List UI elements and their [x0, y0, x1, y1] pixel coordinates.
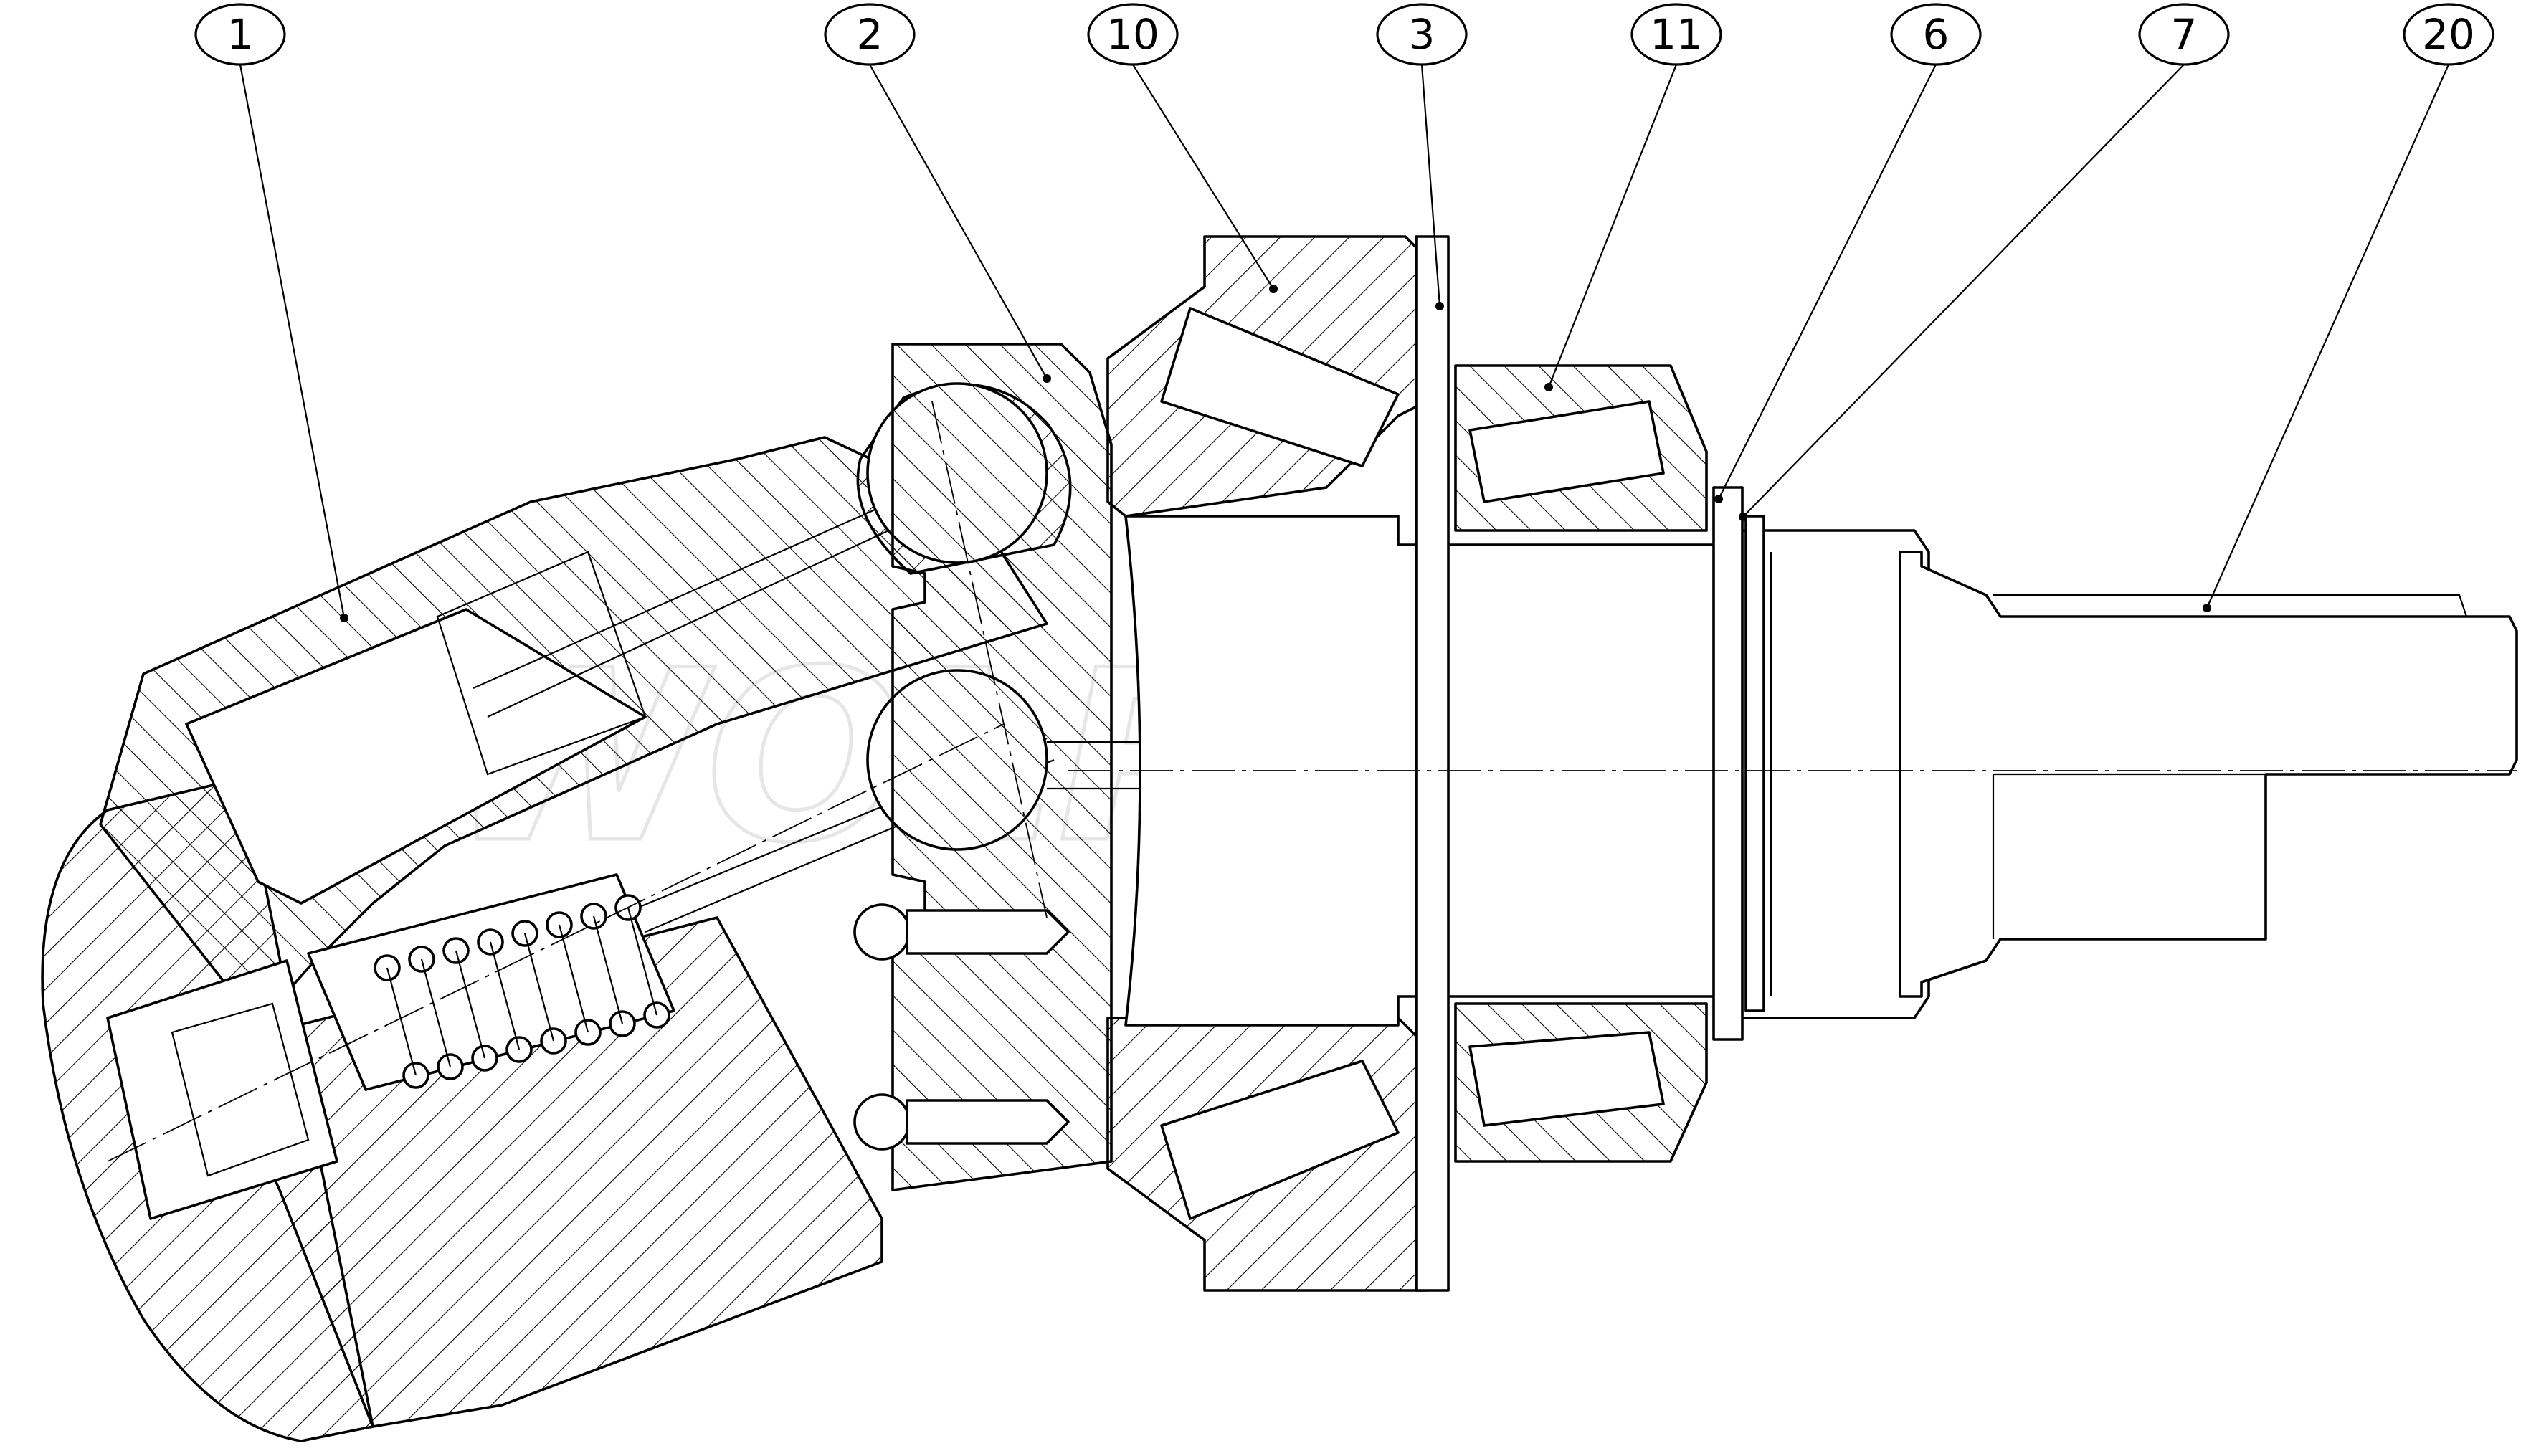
- spring-coil-wire: [558, 924, 589, 1033]
- leader-line: [869, 64, 1048, 379]
- bearing-10: [1106, 235, 1428, 1292]
- callout-10: 10: [1087, 3, 1278, 293]
- leader-line: [239, 64, 346, 619]
- leader-line: [1547, 64, 1678, 388]
- callout-label: 3: [1409, 10, 1435, 59]
- spring-coil-wire: [627, 907, 658, 1016]
- callout-label: 6: [1923, 10, 1950, 59]
- drive-flange: [853, 343, 1113, 1191]
- leader-dot: [1435, 302, 1444, 310]
- leader-line: [2205, 64, 2450, 609]
- screw-lower: [853, 1093, 1070, 1151]
- callout-label: 2: [857, 10, 883, 59]
- leader-dot: [1544, 383, 1553, 391]
- callout-label: 7: [2171, 10, 2198, 59]
- callouts: 1 2 10 3 11 6 7 20: [194, 3, 2494, 622]
- callout-1: 1: [194, 3, 348, 622]
- callout-bubble: [194, 3, 286, 66]
- spring-coil-wire: [420, 958, 452, 1067]
- spring-coil-wire: [523, 933, 555, 1042]
- callout-bubble: [1376, 3, 1468, 66]
- leader-line: [1742, 64, 2185, 518]
- leader-dot: [340, 614, 348, 622]
- callout-bubble: [824, 3, 916, 66]
- spring-coil-wire: [489, 941, 521, 1050]
- centre-lines: [107, 401, 2517, 1162]
- callout-bubble: [1890, 3, 1982, 66]
- callout-11: 11: [1544, 3, 1722, 391]
- callout-6: 6: [1714, 3, 1982, 503]
- callout-label: 11: [1650, 10, 1703, 59]
- spring-coil-wire: [386, 967, 417, 1076]
- callout-7: 7: [1739, 3, 2230, 521]
- leader-dot: [1043, 374, 1051, 383]
- spring-coils: [374, 894, 670, 1089]
- callout-bubble: [2403, 3, 2494, 66]
- swash-housing: [41, 436, 1055, 1442]
- callout-bubble: [2138, 3, 2230, 66]
- leader-line: [1420, 64, 1441, 307]
- callout-20: 20: [2203, 3, 2494, 612]
- callout-label: 20: [2422, 10, 2475, 59]
- leader-line: [1718, 64, 1937, 500]
- leader-dot: [1714, 495, 1723, 503]
- callout-bubble: [1087, 3, 1179, 66]
- spring-coil-wire: [455, 950, 486, 1059]
- spring-coil-wire: [592, 915, 624, 1024]
- leader-dot: [2203, 604, 2211, 612]
- callout-2: 2: [824, 3, 1051, 383]
- leader-dot: [1739, 513, 1747, 521]
- screw-upper: [853, 903, 1070, 961]
- callout-label: 1: [227, 10, 254, 59]
- callout-label: 10: [1106, 10, 1159, 59]
- leader-line: [1132, 64, 1274, 290]
- leader-dot: [1269, 285, 1278, 293]
- callout-bubble: [1630, 3, 1722, 66]
- callout-3: 3: [1376, 3, 1468, 310]
